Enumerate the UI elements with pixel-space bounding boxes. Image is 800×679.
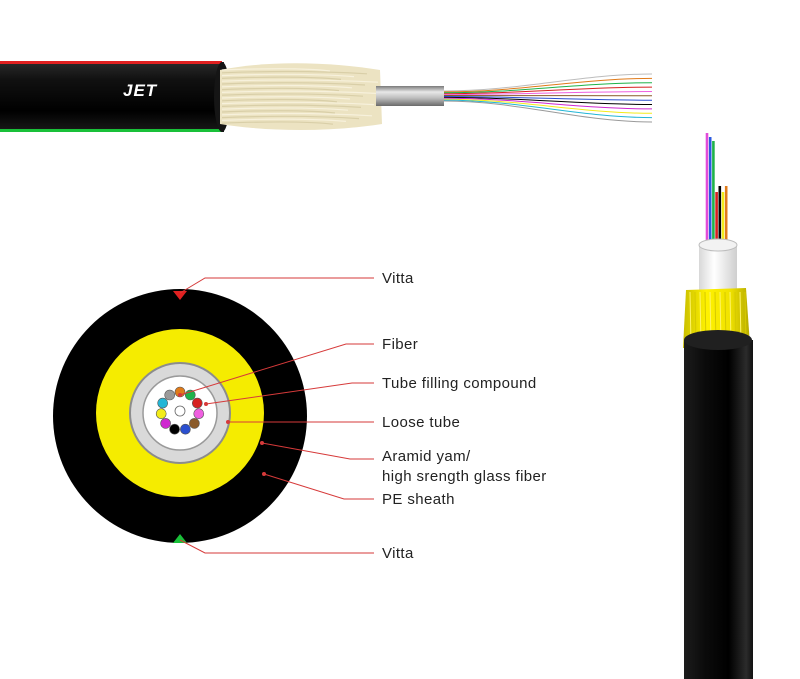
fiber-dot <box>193 408 205 420</box>
leader-dot-aramid <box>260 441 264 445</box>
yarn-strand <box>221 107 349 111</box>
yarn-strand <box>221 101 375 106</box>
horizontal-fiber <box>443 99 653 119</box>
fiber-dots <box>155 386 205 435</box>
vitta-bottom-marker <box>173 534 187 543</box>
label-tube-filling: Tube filling compound <box>382 375 537 392</box>
horizontal-fiber <box>443 96 653 105</box>
yarn-strand <box>221 76 342 80</box>
leader-vitta-top <box>179 277 374 294</box>
brand-logo-text: JET <box>123 81 158 100</box>
fiber-dot <box>169 423 180 435</box>
yarn-strand <box>221 110 336 114</box>
horizontal-fiber <box>443 86 653 95</box>
label-pe-sheath: PE sheath <box>382 491 455 508</box>
horizontal-fiber <box>443 77 653 93</box>
label-aramid-line2: high srength glass fiber <box>382 468 547 485</box>
leader-aramid <box>261 442 374 460</box>
fiber-dot <box>174 405 186 417</box>
horizontal-steel-tube <box>376 86 444 106</box>
label-loose-tube: Loose tube <box>382 414 460 431</box>
fiber-dot <box>189 418 200 429</box>
leader-dot-sheath <box>262 472 266 476</box>
yarn-strand <box>221 121 334 125</box>
leader-tube-filling <box>205 382 374 405</box>
yarn-strand <box>221 84 353 89</box>
yarn-strand <box>221 82 366 86</box>
leader-dot-fiber <box>178 393 182 397</box>
horizontal-jacket <box>0 62 224 132</box>
fiber-dot <box>164 389 175 401</box>
horizontal-fibers <box>443 73 653 123</box>
yarn-strand <box>221 87 340 92</box>
label-vitta-top: Vitta <box>382 270 414 287</box>
vertical-jacket <box>684 340 753 679</box>
leader-vitta-bottom <box>179 539 374 554</box>
label-vitta-bottom: Vitta <box>382 545 414 562</box>
vertical-loose-tube <box>699 245 737 297</box>
yarn-strand <box>221 104 362 108</box>
cross-section <box>53 289 307 543</box>
yarn-strand <box>221 96 351 100</box>
yarn-strand <box>221 115 360 120</box>
leader-dot-filling <box>204 402 208 406</box>
yarn-strand <box>221 93 364 97</box>
yarn-strand <box>221 112 373 117</box>
yarn-strand <box>221 70 368 75</box>
yarn-strand <box>221 68 331 72</box>
fiber-dot <box>192 397 203 409</box>
vertical-cable <box>683 133 753 679</box>
vertical-jacket-top <box>684 330 752 350</box>
horizontal-fiber <box>443 97 653 110</box>
horizontal-fiber <box>443 91 653 96</box>
horizontal-fiber <box>443 98 653 114</box>
horizontal-fiber <box>443 100 653 123</box>
yarn-strand <box>221 98 338 103</box>
horizontal-aramid-yarn <box>220 63 382 130</box>
fiber-dot <box>160 418 171 429</box>
leader-dot-tube <box>226 420 230 424</box>
yarn-strand <box>221 118 347 122</box>
yarn-strand <box>221 73 355 78</box>
label-aramid-line1: Aramid yam/ <box>382 448 471 465</box>
horizontal-vitta-red-stripe <box>0 61 222 64</box>
horizontal-fiber <box>443 82 653 94</box>
yarn-strand <box>221 90 377 94</box>
vertical-fibers <box>705 133 728 248</box>
horizontal-fiber <box>443 96 653 101</box>
horizontal-fiber <box>443 73 653 92</box>
leader-fiber <box>179 343 374 396</box>
vertical-loose-tube-top <box>698 238 738 252</box>
leader-pe-sheath <box>263 473 374 500</box>
label-fiber: Fiber <box>382 336 418 353</box>
fiber-dot <box>180 423 191 435</box>
horizontal-vitta-green-stripe <box>0 129 222 132</box>
leader-lines <box>178 277 374 554</box>
fiber-dot <box>157 397 168 409</box>
horizontal-cable: JET <box>0 61 653 132</box>
labels: Vitta Fiber Tube filling compound Loose … <box>382 270 547 562</box>
yarn-strand <box>221 79 379 83</box>
vitta-top-marker <box>173 291 187 300</box>
fiber-dot <box>155 408 167 420</box>
